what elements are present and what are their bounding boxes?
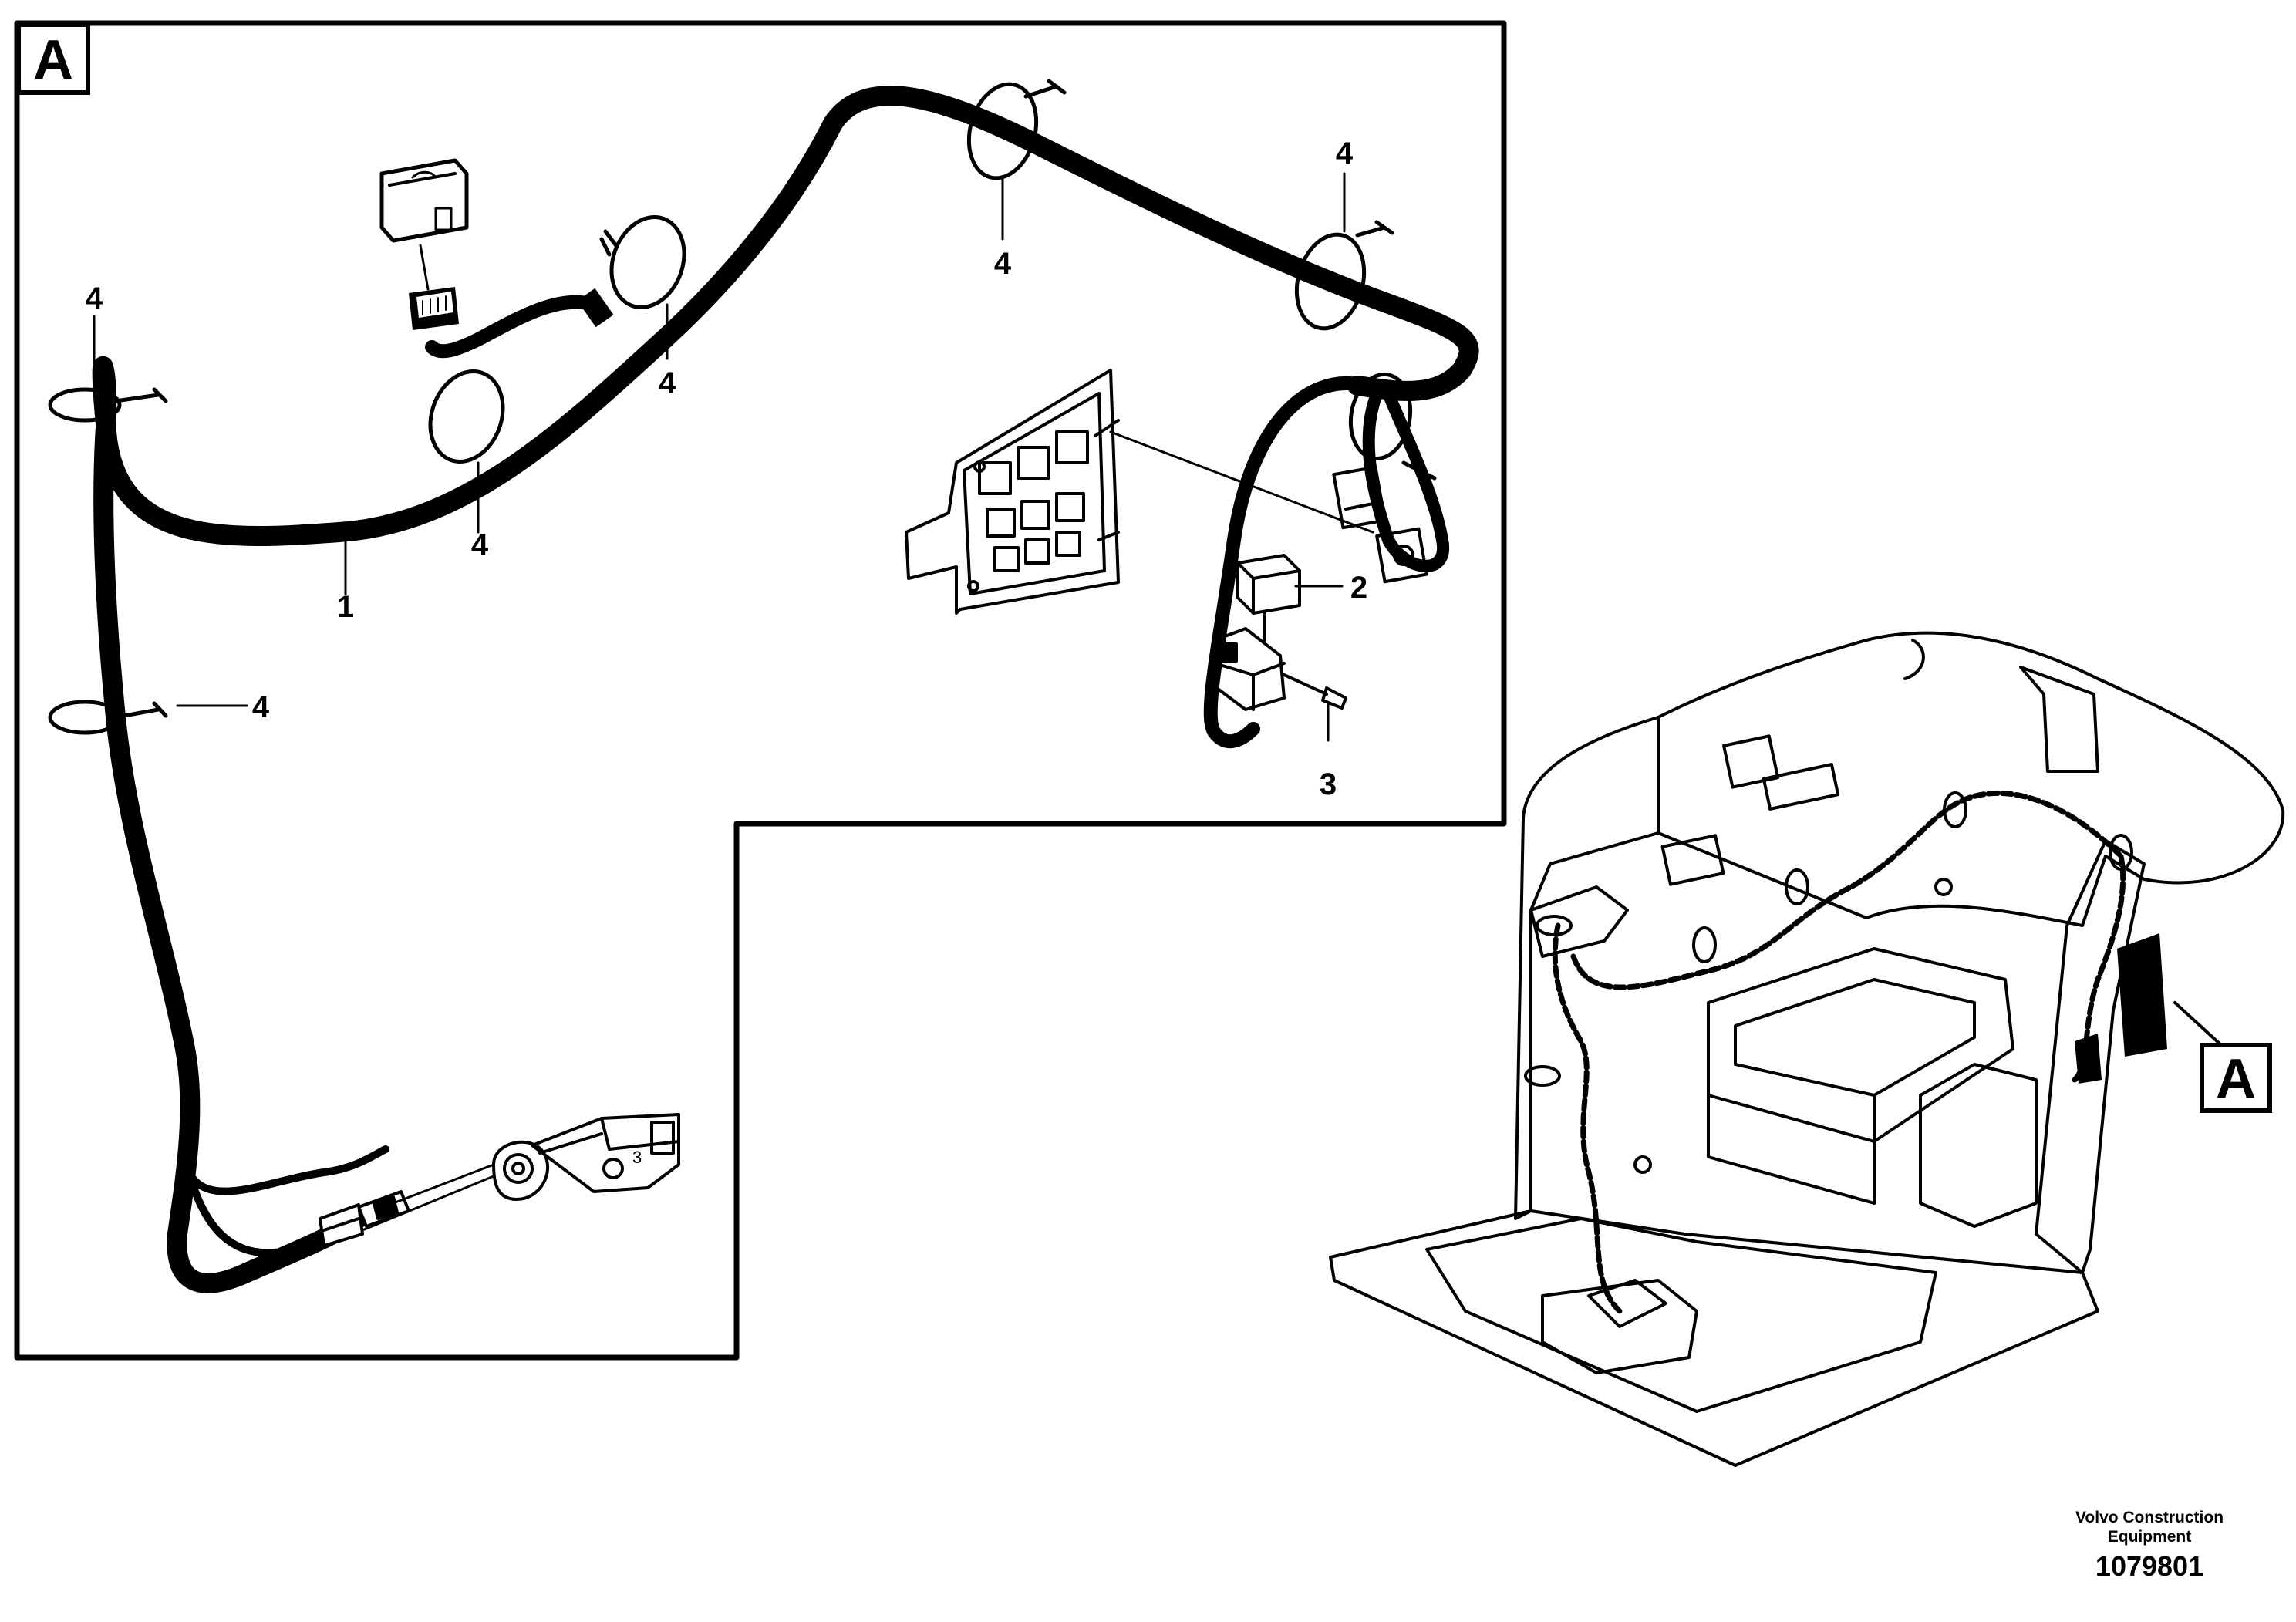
callout-4-left-mid: 4 <box>252 690 270 724</box>
overview-clamps <box>1524 791 2133 1328</box>
overview-detail-area <box>2075 933 2167 1084</box>
callout-4-upper: 4 <box>659 366 676 400</box>
valve-mark: 3 <box>632 1148 642 1167</box>
overview-tag-box <box>2200 1043 2272 1113</box>
cable-clamps <box>48 79 1437 735</box>
footer-company: Volvo Construction Equipment <box>2075 1509 2224 1546</box>
footer-figure-number: 1079801 <box>2095 1550 2204 1582</box>
wiring-harness <box>92 86 1479 1293</box>
relay-base <box>1213 627 1286 711</box>
callout-3: 3 <box>1320 767 1337 801</box>
callout-4-centre: 4 <box>471 528 489 562</box>
detail-tag-label: A <box>33 29 73 91</box>
cab-overview <box>1329 631 2285 1467</box>
callout-4-left-top: 4 <box>86 282 103 315</box>
leader-lines <box>93 172 1346 742</box>
callout-4-top-centre: 4 <box>994 247 1012 281</box>
detail-frame <box>14 20 1507 1361</box>
detail-tag-box <box>16 22 90 95</box>
valve-connectors <box>319 1163 495 1247</box>
relay <box>1236 554 1301 642</box>
rocker-switch <box>379 158 469 330</box>
screw <box>1283 673 1347 710</box>
overview-tag-label: A <box>2216 1048 2256 1110</box>
callout-2: 2 <box>1350 571 1367 605</box>
callout-4-right: 4 <box>1336 137 1354 170</box>
fuse-relay-board <box>905 369 1120 615</box>
callout-1: 1 <box>337 590 354 624</box>
overview-tag-leader <box>2173 1001 2223 1047</box>
harness-connectors <box>1332 465 1428 584</box>
solenoid-valve <box>492 1113 680 1201</box>
